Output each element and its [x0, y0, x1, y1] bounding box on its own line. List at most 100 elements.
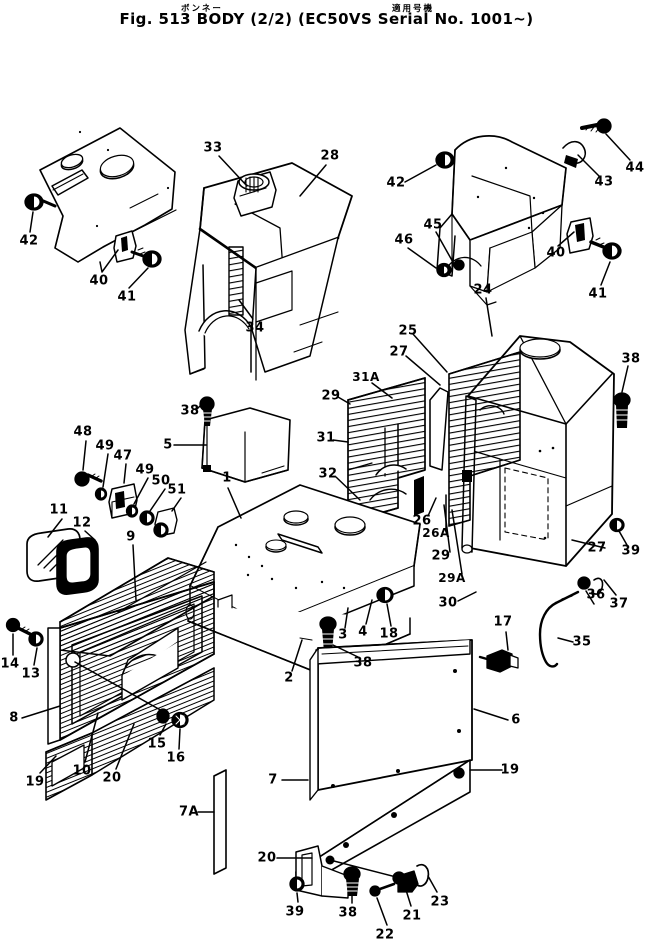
callout-3: 3: [338, 627, 348, 643]
part-47-latch-bracket: [108, 483, 138, 519]
part-38-bolt-right-hood: [613, 392, 631, 428]
callout-30: 30: [438, 595, 458, 611]
callout-22: 22: [375, 927, 395, 940]
part-15-16-pin-nut: [156, 708, 189, 729]
callout-24: 24: [473, 282, 493, 298]
callout-37: 37: [609, 596, 629, 612]
part-9-left-grille-door: [45, 557, 215, 801]
part-45-46-washers: [436, 259, 465, 278]
part-43-44-bolts: [562, 118, 612, 168]
part-38-bolt-bottom: [343, 866, 361, 896]
callout-21: 21: [402, 908, 422, 924]
callout-25: 25: [398, 323, 418, 339]
callout-40: 40: [546, 245, 566, 261]
callout-10: 10: [72, 763, 92, 779]
part-17-pin: [478, 649, 519, 673]
part-24-fender-upper: [436, 135, 567, 306]
callout-29A: 29A: [438, 571, 466, 585]
callout-43: 43: [594, 174, 614, 190]
part-19-washer-rail: [453, 767, 465, 779]
callout-29: 29: [321, 388, 341, 404]
callout-8: 8: [9, 710, 19, 726]
part-5-small-cover: [201, 407, 291, 483]
part-51-rubber-stop: [153, 507, 178, 538]
callout-26A: 26A: [422, 526, 450, 540]
callout-44: 44: [625, 160, 645, 176]
callout-38: 38: [338, 905, 358, 921]
part-6-side-door: [309, 639, 473, 801]
leader-lines: [12, 133, 631, 926]
callout-12: 12: [72, 515, 92, 531]
part-13-nut-door: [28, 631, 44, 647]
callout-6: 6: [511, 712, 521, 728]
callout-33: 33: [203, 140, 223, 156]
part-40-41-bracket-bolt-left: [113, 230, 162, 268]
callout-5: 5: [163, 437, 173, 453]
callout-34: 34: [245, 320, 265, 336]
callout-18: 18: [379, 626, 399, 642]
callout-4: 4: [358, 624, 368, 640]
callout-7A: 7A: [178, 804, 200, 820]
callout-7: 7: [268, 772, 278, 788]
callout-49: 49: [95, 438, 115, 454]
callout-17: 17: [493, 614, 513, 630]
callout-41: 41: [588, 286, 608, 302]
ruby-applicability-label: 適用号機: [392, 4, 435, 14]
part-49-washer-b: [125, 504, 139, 518]
callout-47: 47: [113, 448, 133, 464]
callout-50: 50: [151, 473, 171, 489]
part-39-washer-bottom: [289, 876, 305, 892]
callout-16: 16: [166, 750, 186, 766]
callout-29: 29: [431, 548, 451, 564]
part-42-bolt-left: [24, 193, 57, 211]
part-36-37-clip-pin: [561, 576, 604, 600]
part-8-door-frame-edge: [47, 627, 61, 745]
part-12-handle: [56, 537, 99, 595]
callout-42: 42: [19, 233, 39, 249]
callout-19: 19: [25, 774, 45, 790]
callout-23: 23: [430, 894, 450, 910]
figure-title: Fig. 513 BODY (2/2) (EC50VS Serial No. 1…: [119, 10, 534, 28]
part-38-bolt-cover: [199, 396, 215, 472]
callout-38: 38: [621, 351, 641, 367]
part-18-washer-deck: [376, 586, 394, 604]
ruby-body-label: ボンネー: [181, 4, 223, 14]
callout-15: 15: [147, 736, 167, 752]
callout-39: 39: [285, 904, 305, 920]
part-21-bracket: [392, 870, 419, 893]
callout-51: 51: [167, 482, 187, 498]
callout-45: 45: [423, 217, 443, 233]
figure-title-row: Fig. 513 BODY (2/2) (EC50VS Serial No. 1…: [0, 10, 653, 29]
callout-2: 2: [284, 670, 294, 686]
part-35-stay-rod: [538, 590, 580, 668]
callout-40: 40: [89, 273, 109, 289]
callout-20: 20: [102, 770, 122, 786]
part-22-screw: [369, 882, 396, 897]
callout-31: 31: [316, 430, 336, 446]
part-49-washer-a: [94, 487, 108, 501]
callout-1: 1: [222, 470, 232, 486]
callout-39: 39: [621, 543, 641, 559]
part-39-washer-right-hood: [609, 517, 625, 533]
part-29-grille-center: [414, 387, 449, 516]
part-23-clip: [415, 863, 430, 887]
callout-27: 27: [389, 344, 409, 360]
callout-27: 27: [587, 540, 607, 556]
callout-48: 48: [73, 424, 93, 440]
callout-31A: 31A: [352, 370, 380, 384]
part-42-bolt-right: [435, 151, 455, 169]
callout-49: 49: [135, 462, 155, 478]
callout-9: 9: [126, 529, 136, 545]
callout-46: 46: [394, 232, 414, 248]
callout-32: 32: [318, 466, 338, 482]
callout-13: 13: [21, 666, 41, 682]
part-50-nut: [139, 510, 155, 526]
part-top-cover-plate: [39, 127, 177, 263]
callout-38: 38: [353, 655, 373, 671]
part-7A-seal-strip: [213, 769, 227, 875]
callout-35: 35: [572, 634, 592, 650]
callout-26: 26: [412, 513, 432, 529]
callout-28: 28: [320, 148, 340, 164]
callout-42: 42: [386, 175, 406, 191]
